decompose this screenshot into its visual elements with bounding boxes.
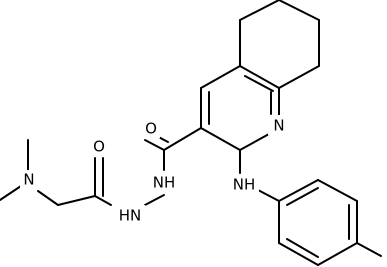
bond: [278, 0, 320, 21]
bond: [94, 195, 112, 206]
atom-label-group: N O O NH HN N NH: [20, 115, 291, 226]
atom-label-o-amide-left: O: [93, 138, 105, 156]
bond: [200, 127, 241, 151]
bond: [200, 65, 241, 89]
bond: [278, 65, 320, 89]
atom-label-n-ring: N: [273, 117, 284, 135]
bond: [278, 179, 319, 202]
bond: [356, 242, 382, 257]
bond: [239, 133, 270, 151]
bond: [144, 194, 165, 206]
bond: [244, 75, 274, 92]
bond: [239, 65, 280, 89]
atom-label-o-amide-right: O: [145, 120, 157, 138]
bond: [144, 139, 165, 151]
bond: [257, 189, 280, 202]
atom-label-nh-hydrazide-right: NH: [153, 174, 176, 192]
bond: [163, 127, 202, 151]
bond: [37, 190, 59, 206]
bond: [278, 242, 319, 266]
bond: [0, 185, 22, 201]
bond: [317, 179, 358, 202]
bond: [286, 238, 319, 258]
bond: [286, 187, 319, 206]
bond: [57, 195, 96, 206]
bond: [239, 0, 280, 21]
bond: [317, 242, 358, 266]
atom-label-hn-hydrazide-left: HN: [119, 207, 142, 225]
atom-label-n-dimethylamino: N: [23, 171, 34, 189]
atom-label-nh-aniline: NH: [233, 176, 256, 194]
